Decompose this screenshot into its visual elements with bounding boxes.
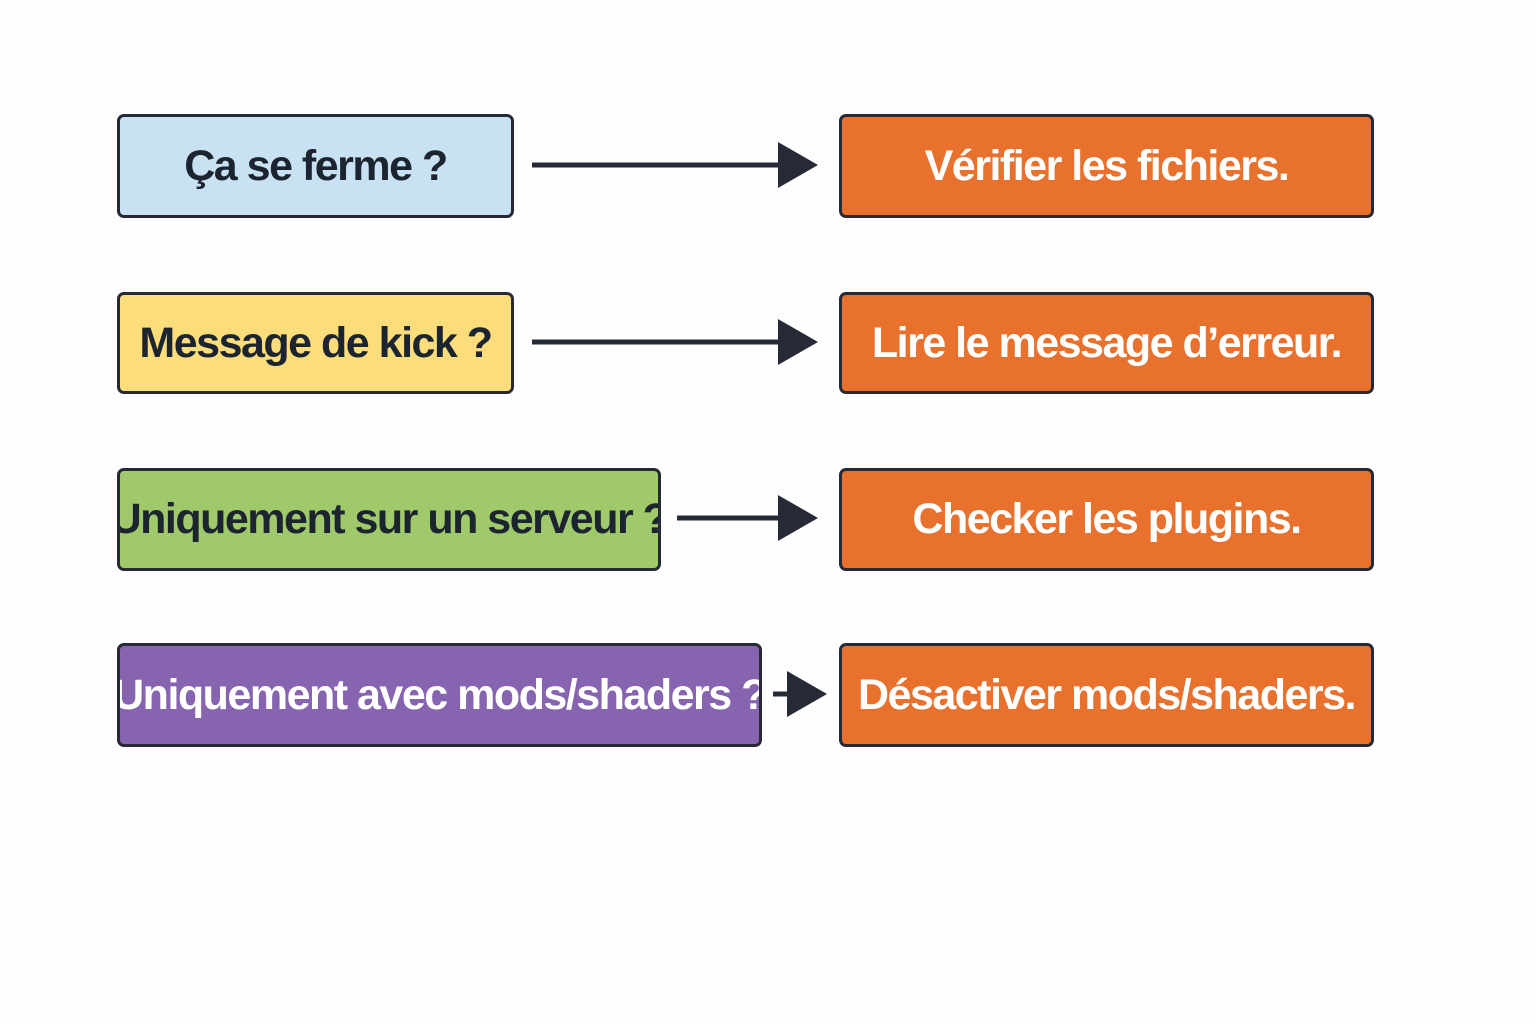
- arrow-connector: [532, 319, 818, 365]
- question-box-mods-shaders: Uniquement avec mods/shaders ?: [117, 643, 762, 747]
- question-box-closes: Ça se ferme ?: [117, 114, 514, 218]
- answer-box-read-error: Lire le message d’erreur.: [839, 292, 1374, 394]
- question-label: Message de kick ?: [139, 318, 493, 367]
- answer-box-disable-mods: Désactiver mods/shaders.: [839, 643, 1374, 747]
- answer-label: Vérifier les fichiers.: [924, 141, 1290, 190]
- answer-label: Désactiver mods/shaders.: [858, 670, 1357, 719]
- question-label: Uniquement sur un serveur ?: [117, 495, 661, 543]
- answer-label: Lire le message d’erreur.: [871, 318, 1343, 367]
- answer-box-check-plugins: Checker les plugins.: [839, 468, 1374, 571]
- question-label: Uniquement avec mods/shaders ?: [117, 670, 762, 719]
- arrow-connector: [677, 495, 818, 541]
- question-label: Ça se ferme ?: [184, 141, 448, 190]
- answer-label: Checker les plugins.: [912, 495, 1302, 543]
- question-box-kick-message: Message de kick ?: [117, 292, 514, 394]
- question-box-server-only: Uniquement sur un serveur ?: [117, 468, 661, 571]
- arrow-connector: [532, 142, 818, 188]
- arrow-connector: [773, 671, 827, 717]
- answer-box-check-files: Vérifier les fichiers.: [839, 114, 1374, 218]
